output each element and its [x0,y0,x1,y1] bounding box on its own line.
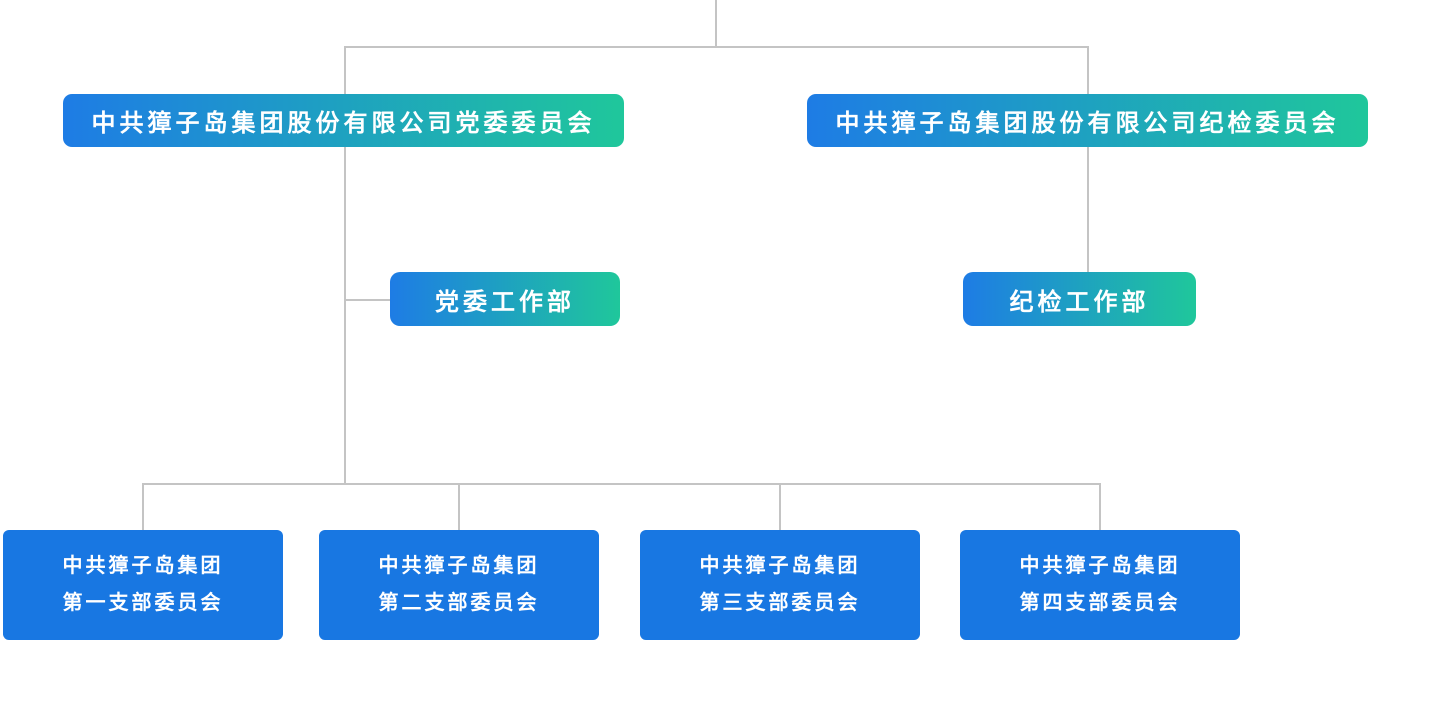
org-node-branch-3: 中共獐子岛集团 第三支部委员会 [640,530,920,640]
connector-stub-branch-4 [1099,483,1101,530]
org-node-discipline-committee-label: 中共獐子岛集团股份有限公司纪检委员会 [835,110,1340,137]
org-node-party-work-dept: 党委工作部 [390,272,620,326]
connector-discipline-committee-down [1087,147,1089,272]
org-node-branch-4-line1: 中共獐子岛集团 [1019,555,1181,577]
connector-branches-horizontal [142,483,1101,485]
org-node-discipline-work-dept: 纪检工作部 [963,272,1196,326]
org-node-discipline-work-dept-label: 纪检工作部 [1009,288,1150,316]
org-node-party-work-dept-label: 党委工作部 [435,288,575,316]
org-node-branch-2-line2: 第二支部委员会 [378,592,540,614]
connector-stub-branch-2 [458,483,460,530]
org-node-branch-4: 中共獐子岛集团 第四支部委员会 [960,530,1240,640]
org-node-branch-1-line2: 第一支部委员会 [62,592,224,614]
connector-stub-branch-3 [779,483,781,530]
org-node-branch-4-line2: 第四支部委员会 [1019,592,1181,614]
org-node-party-committee-label: 中共獐子岛集团股份有限公司党委委员会 [91,110,596,137]
org-node-branch-2: 中共獐子岛集团 第二支部委员会 [319,530,599,640]
connector-party-committee-down [344,147,346,483]
connector-stub-party-work-dept [344,299,390,301]
connector-stub-branch-1 [142,483,144,530]
org-node-branch-1-line1: 中共獐子岛集团 [62,555,224,577]
org-node-branch-3-line2: 第三支部委员会 [699,592,861,614]
org-node-branch-2-line1: 中共獐子岛集团 [378,555,540,577]
org-node-party-committee: 中共獐子岛集团股份有限公司党委委员会 [63,94,624,147]
org-node-branch-1: 中共獐子岛集团 第一支部委员会 [3,530,283,640]
org-node-discipline-committee: 中共獐子岛集团股份有限公司纪检委员会 [807,94,1368,147]
org-node-branch-3-line1: 中共獐子岛集团 [699,555,861,577]
connector-drop-party-committee [344,46,346,94]
connector-drop-discipline-committee [1087,46,1089,94]
connector-top-horizontal [344,46,1089,48]
connector-top-vertical [715,0,717,47]
